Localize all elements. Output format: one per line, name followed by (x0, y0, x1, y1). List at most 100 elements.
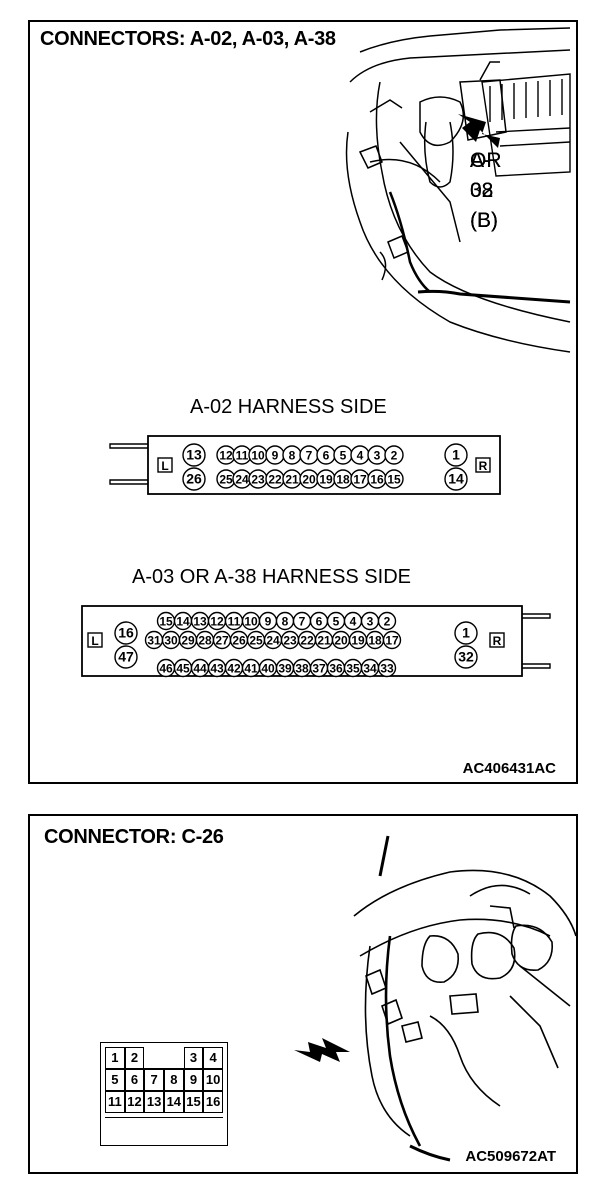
side-mark-label: R (479, 459, 488, 473)
pin-number: 29 (181, 634, 195, 648)
figure-code: AC509672AT (465, 1148, 556, 1165)
cavity-cell: 15 (183, 1091, 204, 1113)
pin-number: 30 (164, 634, 178, 648)
side-mark-box (157, 457, 173, 473)
pin-circle (444, 443, 468, 467)
pin-number: 20 (302, 473, 316, 487)
pin-circle (114, 621, 138, 645)
panel-title: CONNECTOR: C-26 (44, 826, 224, 848)
engine-bay-illustration (345, 27, 571, 353)
pin-number: 3 (374, 449, 381, 463)
cavity-cell: 12 (124, 1091, 145, 1113)
pin-number: 13 (193, 615, 207, 629)
pin-number: 25 (219, 473, 233, 487)
callout-line-3: A-03 (B) (470, 149, 498, 232)
pin-number: 47 (118, 649, 134, 665)
pin-number: 18 (368, 634, 382, 648)
callout-line-5: A-38 (B) (470, 149, 498, 232)
pin-number: 24 (266, 634, 280, 648)
a03-caption: A-03 OR A-38 HARNESS SIDE (132, 566, 411, 588)
cavity-cell: 7 (144, 1069, 164, 1091)
figure-code: AC406431AC (462, 760, 556, 777)
pin-number: 12 (219, 449, 233, 463)
cavity-cell: 4 (203, 1047, 223, 1069)
pin-number: 16 (118, 625, 134, 641)
pin-number: 4 (350, 615, 357, 629)
pin-number: 3 (367, 615, 374, 629)
pin-number: 33 (380, 662, 394, 676)
side-mark-box (87, 632, 103, 648)
pin-number: 31 (147, 634, 161, 648)
pin-number: 23 (251, 473, 265, 487)
pin-number: 10 (244, 615, 258, 629)
pin-circle (182, 467, 206, 491)
pin-number: 44 (193, 662, 207, 676)
cavity-cell: 5 (105, 1069, 125, 1091)
pin-number: 22 (268, 473, 282, 487)
panel-title: CONNECTORS: A-02, A-03, A-38 (40, 28, 336, 50)
pin-number: 15 (387, 473, 401, 487)
pin-number: 24 (235, 473, 249, 487)
pin-number: 21 (285, 473, 299, 487)
pin-circle (377, 658, 397, 678)
cavity-cell: 9 (183, 1069, 204, 1091)
pin-number: 25 (249, 634, 263, 648)
pin-number: 17 (385, 634, 399, 648)
side-mark-label: L (91, 634, 98, 648)
pin-number: 16 (370, 473, 384, 487)
pin-number: 9 (272, 449, 279, 463)
pin-number: 6 (323, 449, 330, 463)
a02-caption: A-02 HARNESS SIDE (190, 396, 387, 418)
callout-arrow-icon (294, 1038, 350, 1062)
pin-circle (384, 469, 404, 489)
pin-number: 5 (340, 449, 347, 463)
pin-number: 1 (452, 447, 460, 463)
cavity-cell: 10 (203, 1069, 223, 1091)
callout-line-1: A-02 (B) (470, 149, 498, 232)
pin-circle (444, 467, 468, 491)
pin-circle (454, 621, 478, 645)
pin-number: 45 (176, 662, 190, 676)
pin-number: 40 (261, 662, 275, 676)
latch (520, 613, 551, 669)
pin-number: 9 (265, 615, 272, 629)
cavity-cell: 8 (163, 1069, 184, 1091)
pin-number: 32 (458, 649, 474, 665)
callout-arrow-icon (458, 114, 500, 148)
pin-number: 14 (448, 471, 464, 487)
pin-number: 21 (317, 634, 331, 648)
pin-number: 5 (333, 615, 340, 629)
pin-number: 14 (176, 615, 190, 629)
pin-number: 11 (236, 449, 249, 463)
pin-number: 22 (300, 634, 314, 648)
side-mark-box (475, 457, 491, 473)
side-mark-box (489, 632, 505, 648)
pin-number: 8 (289, 449, 296, 463)
pin-circle (382, 630, 402, 650)
pin-number: 6 (316, 615, 323, 629)
pin-circle (114, 645, 138, 669)
callout-line-4: OR (470, 149, 502, 172)
connector-key-strip (105, 1117, 223, 1139)
pin-circle (182, 443, 206, 467)
pin-number: 42 (227, 662, 241, 676)
pin-number: 34 (363, 662, 377, 676)
pin-number: 18 (336, 473, 350, 487)
pin-circle (377, 611, 397, 631)
cavity-blank (163, 1047, 184, 1069)
pin-number: 2 (391, 449, 398, 463)
cavity-cell: 6 (124, 1069, 145, 1091)
pin-number: 13 (186, 447, 202, 463)
callout-line-2: OR (470, 149, 502, 172)
pin-number: 17 (353, 473, 367, 487)
pin-number: 12 (210, 615, 224, 629)
pin-number: 7 (306, 449, 313, 463)
pin-number: 15 (159, 615, 173, 629)
cavity-cell: 3 (183, 1047, 204, 1069)
pin-number: 27 (215, 634, 229, 648)
pin-number: 8 (282, 615, 289, 629)
pin-number: 10 (251, 449, 265, 463)
pin-number: 28 (198, 634, 212, 648)
